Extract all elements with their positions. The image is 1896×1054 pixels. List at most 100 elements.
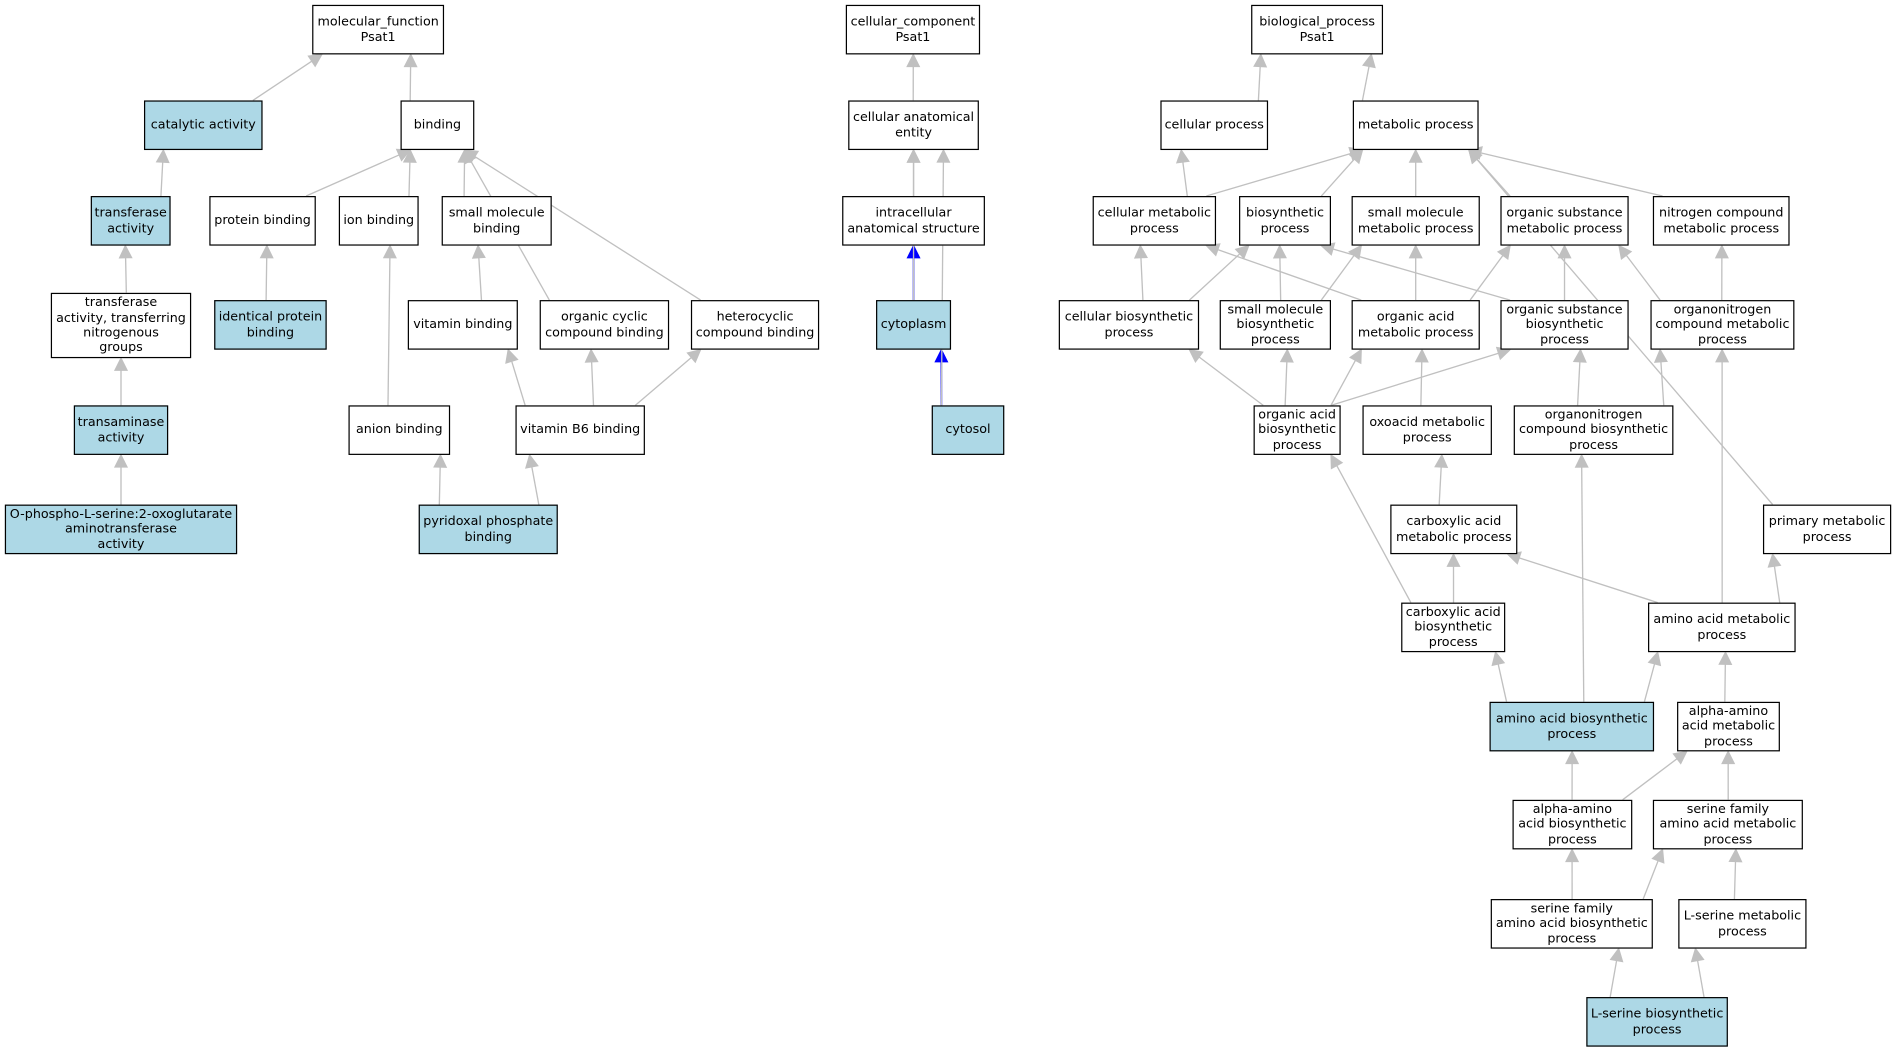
edge-line — [1610, 961, 1616, 997]
arrowhead-icon — [308, 54, 321, 66]
edge-cellular_biosynthetic-to-cellular_metabolic — [1135, 246, 1147, 300]
edge-vitamin_binding-to-small_molecule_binding — [473, 246, 485, 300]
node-vitamin-binding[interactable]: vitamin binding — [408, 300, 518, 350]
node-cellular-process[interactable]: cellular process — [1160, 100, 1268, 150]
edge-l_serine_biosynthetic-to-serine_family_biosynthetic — [1610, 949, 1622, 997]
edge-line — [1321, 159, 1354, 196]
edge-line — [266, 258, 267, 300]
arrowhead-icon — [1653, 849, 1664, 862]
node-metabolic-process[interactable]: metabolic process — [1353, 100, 1479, 150]
edge-line — [1582, 467, 1584, 702]
edge-amino_acid_metabolic-to-organonitrogen_metabolic — [1716, 350, 1728, 603]
edge-vitamin_b6_binding-to-organic_cyclic_binding — [586, 350, 598, 406]
edge-organic_acid_biosynthetic-to-cellular_biosynthetic — [1189, 350, 1263, 406]
edge-identical_protein_binding-to-protein_binding — [261, 246, 273, 300]
arrowhead-icon — [1655, 350, 1667, 362]
edge-metabolic_process-to-bp_root — [1362, 54, 1375, 100]
edge-line — [1183, 162, 1187, 196]
edge-amino_acid_biosynthetic-to-carboxylic_acid_biosynthetic — [1492, 652, 1506, 702]
edge-line — [1189, 254, 1239, 300]
arrowhead-icon — [1692, 949, 1704, 962]
arrowhead-icon — [1206, 244, 1219, 255]
arrowhead-icon — [1729, 849, 1741, 861]
arrowhead-icon — [1281, 350, 1293, 362]
edge-ion_binding-to-binding — [404, 150, 416, 196]
node-ion-binding[interactable]: ion binding — [339, 196, 419, 246]
node-cytoplasm[interactable]: cytoplasm — [876, 300, 951, 350]
arrowhead-icon — [115, 455, 127, 467]
arrowhead-icon — [1135, 246, 1147, 258]
node-binding[interactable]: binding — [401, 100, 475, 150]
arrowhead-icon — [1435, 455, 1447, 467]
edge-line — [1481, 153, 1663, 196]
node-anion-binding[interactable]: anion binding — [348, 405, 450, 455]
node-protein-binding[interactable]: protein binding — [209, 196, 315, 246]
node-cytosol[interactable]: cytosol — [932, 405, 1005, 455]
arrowhead-icon — [1492, 652, 1504, 665]
edge-line — [1644, 664, 1654, 702]
arrowhead-icon — [687, 350, 700, 362]
arrowhead-icon — [405, 54, 417, 66]
arrowhead-icon — [1566, 751, 1578, 763]
edge-cellular_metabolic-to-cellular_process — [1177, 150, 1189, 196]
edge-line — [1199, 357, 1263, 405]
arrowhead-icon — [1619, 246, 1631, 259]
arrowhead-icon — [120, 246, 132, 258]
edge-line — [1280, 258, 1281, 300]
edge-organic_acid_metabolic-to-organic_substance_metabolic — [1470, 246, 1510, 300]
edge-line — [635, 358, 691, 406]
edge-cellular_metabolic-to-metabolic_process — [1206, 148, 1362, 196]
edge-line — [512, 361, 525, 405]
edge-line — [532, 467, 539, 505]
edge-transferase_nitrogenous-to-transferase_activity — [120, 246, 132, 293]
edge-line — [388, 258, 390, 406]
edge-serine_family_metabolic-to-alpha_amino_metabolic — [1722, 751, 1734, 799]
arrowhead-icon — [1768, 554, 1780, 567]
node-vitamin-b6-binding[interactable]: vitamin B6 binding — [515, 405, 644, 455]
edge-nitrogen_compound_metabolic-to-metabolic_process — [1469, 147, 1663, 196]
node-catalytic-activity[interactable]: catalytic activity — [144, 100, 263, 150]
arrowhead-icon — [526, 455, 538, 468]
edge-line — [1626, 255, 1660, 300]
edge-catalytic_activity-to-mf_root — [253, 54, 322, 100]
edge-organonitrogen_metabolic-to-nitrogen_compound_metabolic — [1716, 246, 1728, 300]
